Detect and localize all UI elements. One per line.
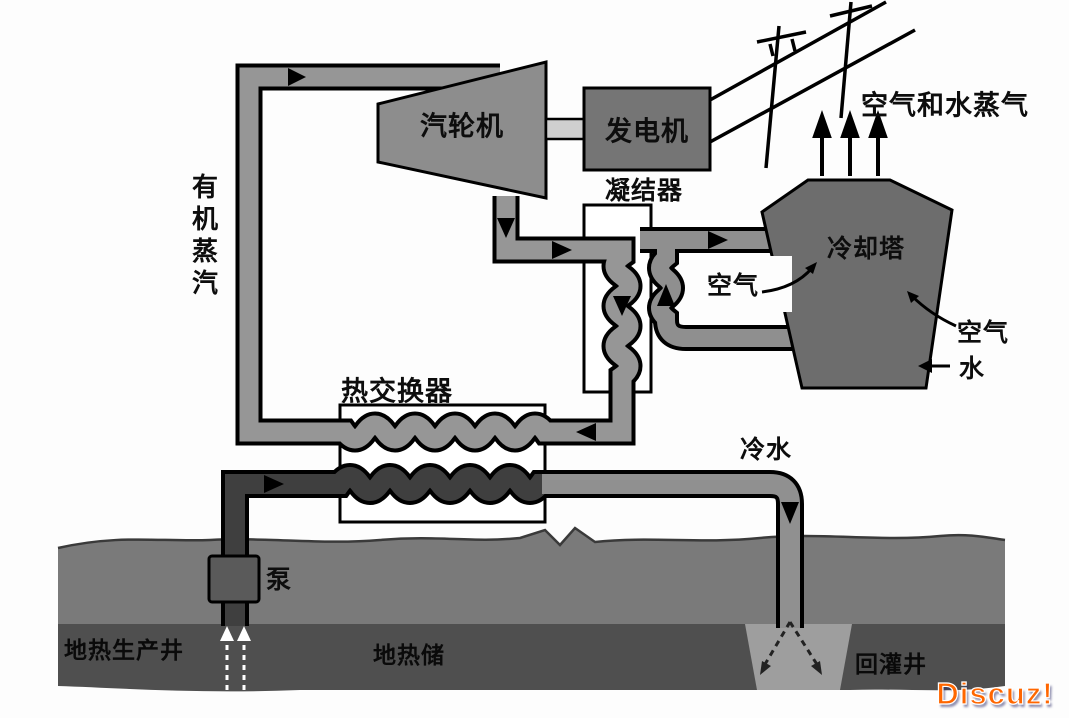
shaft [544, 117, 586, 141]
flow-arrows [264, 68, 799, 524]
air-water-vapor-label: 空气和水蒸气 [861, 90, 1029, 121]
heat-exchanger-label: 热交换器 [341, 376, 453, 407]
air-inner-arrow [761, 267, 814, 294]
utility-pole [839, 1, 853, 119]
turbine-label: 汽轮机 [420, 111, 504, 142]
condenser-label: 凝结器 [604, 177, 684, 205]
surface-contour [57, 526, 1006, 550]
pump-shape [207, 554, 261, 604]
production-well [220, 626, 251, 690]
arrow-to-tower-right [708, 231, 728, 249]
reinjection-well-label: 回灌井 [855, 651, 927, 677]
arrow-coldwater-down [781, 502, 799, 524]
power-lines [709, 0, 916, 169]
cooling-tower-label: 冷却塔 [826, 235, 906, 263]
arrow-hotwater-right [264, 475, 284, 493]
air-inner-label: 空气 [706, 272, 760, 300]
turbine-shape [376, 60, 548, 200]
tower-exhaust-arrows [812, 109, 888, 176]
arrow-organic-top [288, 68, 306, 86]
generator-label: 发电机 [605, 116, 689, 147]
pump-label: 泵 [265, 566, 293, 594]
watermark: Discuz! [936, 675, 1054, 711]
reinjection-well [760, 621, 822, 675]
generator-shape [582, 86, 712, 172]
organic-vapor-label: 有机蒸汽 [188, 173, 219, 301]
reservoir-label: 地热储 [373, 642, 445, 668]
water-label: 水 [958, 355, 986, 383]
arrow-exhaust-right [552, 241, 572, 259]
tower-air-notch [688, 256, 792, 312]
ground-layers [57, 526, 1006, 692]
injection-patch [745, 624, 852, 690]
production-well-label: 地热生产井 [64, 637, 184, 663]
cold-water-label: 冷水 [739, 436, 793, 464]
cooling-tower-shape [760, 178, 954, 390]
arrow-condenser-down [613, 296, 631, 316]
organic-loop-pipe [235, 63, 643, 453]
air-outer-label: 空气 [956, 319, 1010, 347]
soil-band [58, 528, 1005, 624]
arrow-coolant-up [657, 284, 675, 306]
air-water-arrows [761, 262, 957, 373]
arrow-exhaust-down [497, 218, 515, 238]
arrow-return-left [576, 423, 596, 441]
utility-pole [764, 25, 781, 169]
